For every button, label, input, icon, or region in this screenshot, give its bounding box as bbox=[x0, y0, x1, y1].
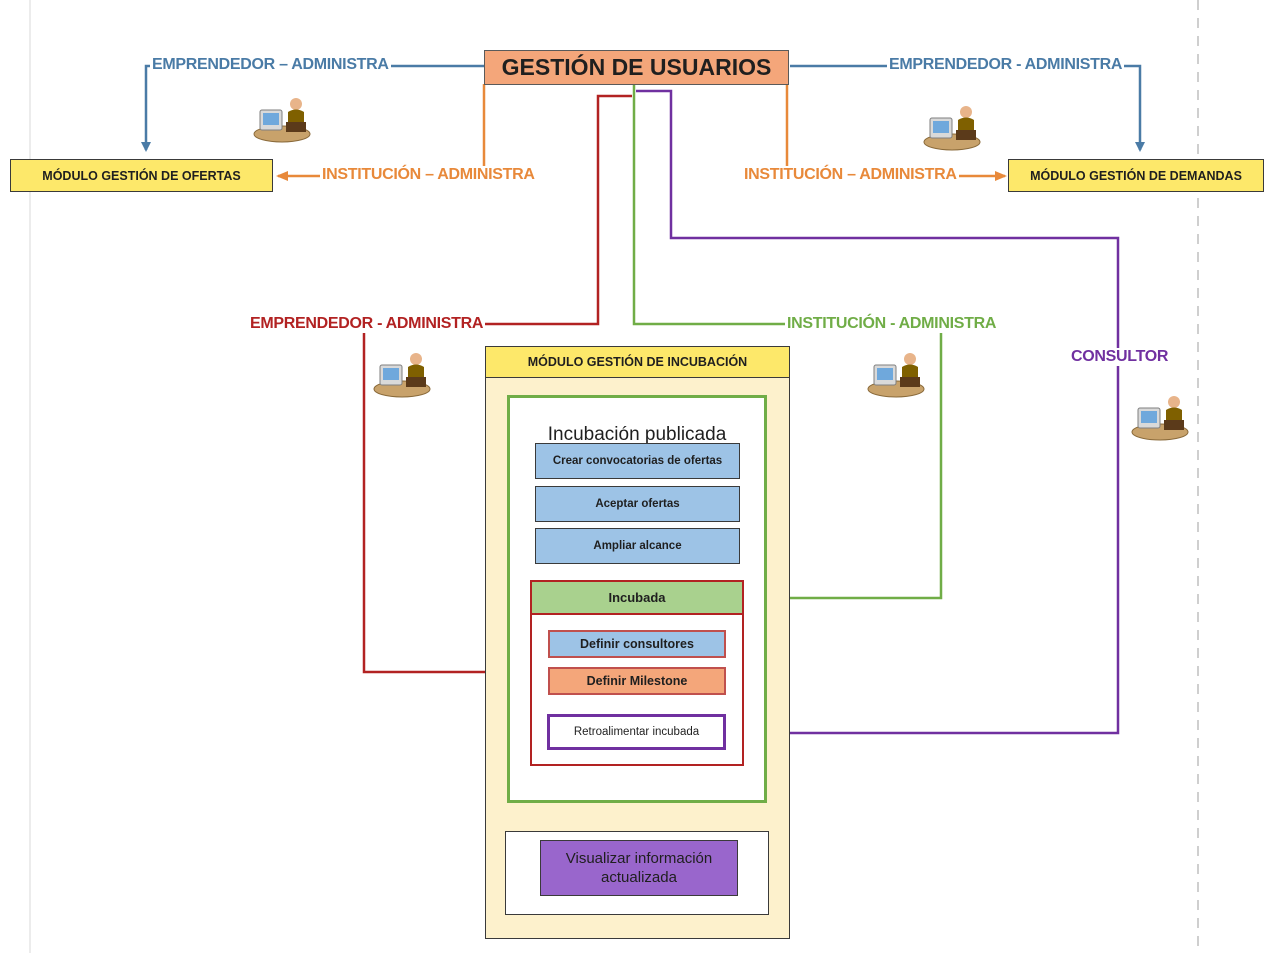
modulo-incubacion-label: MÓDULO GESTIÓN DE INCUBACIÓN bbox=[527, 355, 748, 369]
modulo-ofertas-box: MÓDULO GESTIÓN DE OFERTAS bbox=[10, 159, 273, 192]
aceptar-ofertas-label: Aceptar ofertas bbox=[595, 498, 680, 510]
crear-convocatorias-label: Crear convocatorias de ofertas bbox=[552, 455, 723, 467]
label-emprendedor-left: EMPRENDEDOR – ADMINISTRA bbox=[150, 56, 391, 74]
definir-milestone-label: Definir Milestone bbox=[586, 674, 688, 688]
gestion-usuarios-title: GESTIÓN DE USUARIOS bbox=[501, 54, 772, 80]
person-at-computer-icon bbox=[373, 353, 431, 398]
incubada-header: Incubada bbox=[530, 580, 744, 615]
label-institucion-right: INSTITUCIÓN – ADMINISTRA bbox=[742, 166, 959, 184]
person-at-computer-icon bbox=[923, 106, 981, 151]
aceptar-ofertas-box: Aceptar ofertas bbox=[535, 486, 740, 522]
label-institucion-left: INSTITUCIÓN – ADMINISTRA bbox=[320, 166, 537, 184]
crear-convocatorias-box: Crear convocatorias de ofertas bbox=[535, 443, 740, 479]
gestion-usuarios-box: GESTIÓN DE USUARIOS bbox=[484, 50, 789, 85]
purple-connector bbox=[636, 89, 1120, 738]
label-institucion-center: INSTITUCIÓN - ADMINISTRA bbox=[785, 315, 999, 333]
definir-consultores-box: Definir consultores bbox=[548, 630, 726, 658]
person-at-computer-icon bbox=[1131, 396, 1189, 441]
retroalimentar-label: Retroalimentar incubada bbox=[573, 726, 700, 738]
retroalimentar-box: Retroalimentar incubada bbox=[547, 714, 726, 750]
incubada-title: Incubada bbox=[608, 590, 666, 605]
modulo-demandas-label: MÓDULO GESTIÓN DE DEMANDAS bbox=[1030, 168, 1242, 183]
person-at-computer-icon bbox=[867, 353, 925, 398]
visualizar-box: Visualizar información actualizada bbox=[540, 840, 738, 896]
incubacion-publicada-title: Incubación publicada bbox=[547, 424, 727, 445]
visualizar-label: Visualizar información actualizada bbox=[565, 849, 713, 887]
definir-milestone-box: Definir Milestone bbox=[548, 667, 726, 695]
ampliar-alcance-label: Ampliar alcance bbox=[593, 540, 682, 552]
modulo-demandas-box: MÓDULO GESTIÓN DE DEMANDAS bbox=[1008, 159, 1264, 192]
definir-consultores-label: Definir consultores bbox=[580, 637, 694, 651]
person-at-computer-icon bbox=[253, 98, 311, 143]
label-emprendedor-right: EMPRENDEDOR - ADMINISTRA bbox=[887, 56, 1125, 74]
label-emprendedor-center: EMPRENDEDOR - ADMINISTRA bbox=[248, 315, 486, 333]
modulo-ofertas-label: MÓDULO GESTIÓN DE OFERTAS bbox=[42, 168, 241, 183]
label-consultor: CONSULTOR bbox=[1069, 348, 1171, 366]
ampliar-alcance-box: Ampliar alcance bbox=[535, 528, 740, 564]
modulo-incubacion-header: MÓDULO GESTIÓN DE INCUBACIÓN bbox=[485, 346, 790, 378]
